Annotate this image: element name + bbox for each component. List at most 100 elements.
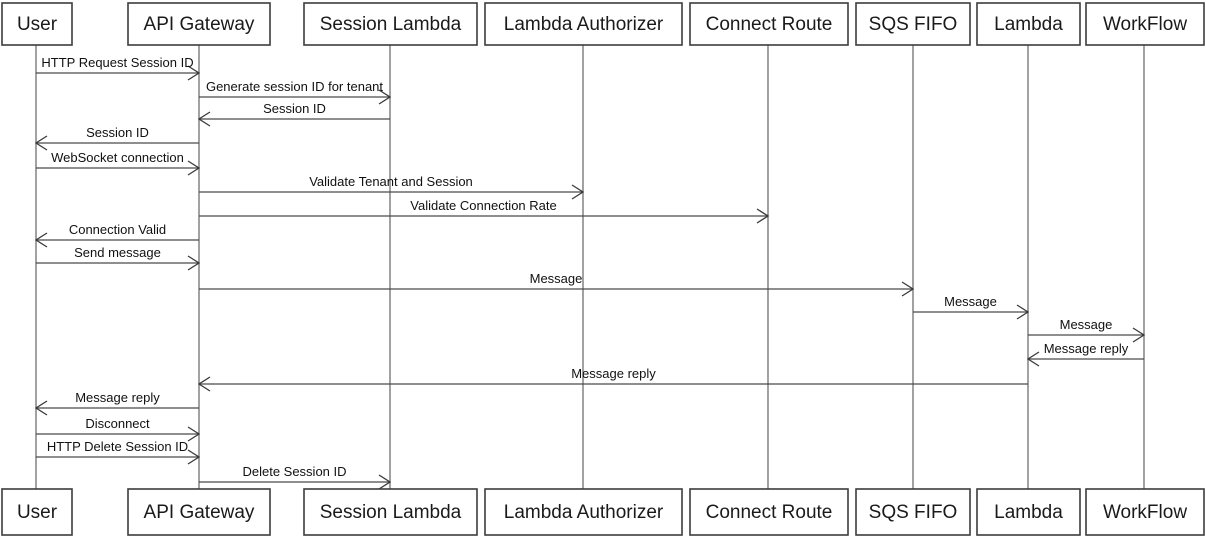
participant-connect-bottom[interactable]: Connect Route [689, 488, 849, 536]
message-m08: Connection Valid [34, 222, 199, 248]
participant-label-sqs-top: SQS FIFO [869, 14, 958, 35]
message-m18: Delete Session ID [199, 464, 392, 490]
arrowhead-m15 [34, 400, 48, 416]
participant-box-lambda-top[interactable] [976, 2, 1081, 46]
message-label-m09: Send message [74, 245, 161, 260]
participant-sessionfn-top[interactable]: Session Lambda [303, 2, 478, 46]
arrowhead-m01 [187, 65, 201, 81]
message-m03: Session ID [197, 101, 390, 127]
message-label-m16: Disconnect [85, 416, 150, 431]
participant-lambda-top[interactable]: Lambda [976, 2, 1081, 46]
participant-box-user-bottom[interactable] [1, 488, 73, 536]
participant-user-bottom[interactable]: User [1, 488, 73, 536]
arrowhead-m03 [197, 111, 211, 127]
participant-box-workflow-bottom[interactable] [1085, 488, 1205, 536]
participant-apigw-bottom[interactable]: API Gateway [127, 488, 271, 536]
participant-authorizer-top[interactable]: Lambda Authorizer [484, 2, 683, 46]
participant-label-authorizer-bottom: Lambda Authorizer [504, 502, 664, 523]
message-label-m17: HTTP Delete Session ID [47, 439, 188, 454]
message-label-m04: Session ID [86, 125, 149, 140]
message-m10: Message [199, 271, 915, 297]
participant-label-workflow-top: WorkFlow [1103, 14, 1187, 35]
message-m07: Validate Connection Rate [199, 198, 770, 224]
participant-box-apigw-bottom[interactable] [127, 488, 271, 536]
arrowhead-m11 [1016, 304, 1030, 320]
participant-label-connect-bottom: Connect Route [706, 502, 833, 523]
participant-label-lambda-bottom: Lambda [994, 502, 1063, 523]
message-label-m18: Delete Session ID [242, 464, 346, 479]
message-label-m15: Message reply [75, 390, 160, 405]
message-m05: WebSocket connection [36, 150, 201, 176]
arrowhead-m18 [378, 474, 392, 490]
message-m13: Message reply [1026, 341, 1144, 367]
participant-box-connect-top[interactable] [689, 2, 849, 46]
participant-workflow-top[interactable]: WorkFlow [1085, 2, 1205, 46]
message-label-m07: Validate Connection Rate [410, 198, 556, 213]
message-m15: Message reply [34, 390, 199, 416]
arrowhead-m17 [187, 449, 201, 465]
participant-label-sessionfn-top: Session Lambda [320, 14, 462, 35]
message-m14: Message reply [197, 366, 1028, 392]
participant-box-apigw-top[interactable] [127, 2, 271, 46]
participant-label-user-top: User [17, 14, 58, 35]
arrowhead-m12 [1132, 327, 1146, 343]
participant-authorizer-bottom[interactable]: Lambda Authorizer [484, 488, 683, 536]
message-label-m02: Generate session ID for tenant [206, 79, 383, 94]
message-label-m13: Message reply [1044, 341, 1129, 356]
participant-sqs-bottom[interactable]: SQS FIFO [855, 488, 971, 536]
arrowhead-m09 [187, 255, 201, 271]
participant-box-workflow-top[interactable] [1085, 2, 1205, 46]
message-label-m03: Session ID [263, 101, 326, 116]
participant-box-authorizer-top[interactable] [484, 2, 683, 46]
participant-box-lambda-bottom[interactable] [976, 488, 1081, 536]
participant-label-apigw-bottom: API Gateway [144, 502, 255, 523]
participant-workflow-bottom[interactable]: WorkFlow [1085, 488, 1205, 536]
message-m11: Message [913, 294, 1030, 320]
message-m01: HTTP Request Session ID [36, 55, 201, 81]
arrowhead-m08 [34, 232, 48, 248]
arrowhead-m16 [187, 426, 201, 442]
message-label-m06: Validate Tenant and Session [309, 174, 473, 189]
message-label-m05: WebSocket connection [51, 150, 184, 165]
arrowhead-m04 [34, 135, 48, 151]
participant-box-authorizer-bottom[interactable] [484, 488, 683, 536]
participant-box-sessionfn-bottom[interactable] [303, 488, 478, 536]
message-label-m11: Message [944, 294, 997, 309]
arrowhead-m05 [187, 160, 201, 176]
arrowhead-m06 [571, 184, 585, 200]
message-m04: Session ID [34, 125, 199, 151]
participant-connect-top[interactable]: Connect Route [689, 2, 849, 46]
participant-user-top[interactable]: User [1, 2, 73, 46]
participant-label-workflow-bottom: WorkFlow [1103, 502, 1187, 523]
participant-lambda-bottom[interactable]: Lambda [976, 488, 1081, 536]
participant-label-connect-top: Connect Route [706, 14, 833, 35]
arrowhead-m14 [197, 376, 211, 392]
participant-label-apigw-top: API Gateway [144, 14, 255, 35]
message-m12: Message [1028, 317, 1146, 343]
message-m06: Validate Tenant and Session [199, 174, 585, 200]
participant-apigw-top[interactable]: API Gateway [127, 2, 271, 46]
message-m17: HTTP Delete Session ID [36, 439, 201, 465]
message-m09: Send message [36, 245, 201, 271]
participant-box-sqs-top[interactable] [855, 2, 971, 46]
participant-box-sessionfn-top[interactable] [303, 2, 478, 46]
participant-sessionfn-bottom[interactable]: Session Lambda [303, 488, 478, 536]
participant-box-user-top[interactable] [1, 2, 73, 46]
arrowhead-m02 [378, 89, 392, 105]
participant-box-sqs-bottom[interactable] [855, 488, 971, 536]
participant-label-sessionfn-bottom: Session Lambda [320, 502, 462, 523]
participant-label-lambda-top: Lambda [994, 14, 1063, 35]
message-label-m10: Message [530, 271, 583, 286]
participant-box-connect-bottom[interactable] [689, 488, 849, 536]
participant-label-authorizer-top: Lambda Authorizer [504, 14, 664, 35]
arrowhead-m10 [901, 281, 915, 297]
message-label-m01: HTTP Request Session ID [41, 55, 193, 70]
arrowhead-m13 [1026, 351, 1040, 367]
message-label-m14: Message reply [571, 366, 656, 381]
participant-label-user-bottom: User [17, 502, 58, 523]
arrowhead-m07 [756, 208, 770, 224]
participant-sqs-top[interactable]: SQS FIFO [855, 2, 971, 46]
message-label-m08: Connection Valid [69, 222, 166, 237]
